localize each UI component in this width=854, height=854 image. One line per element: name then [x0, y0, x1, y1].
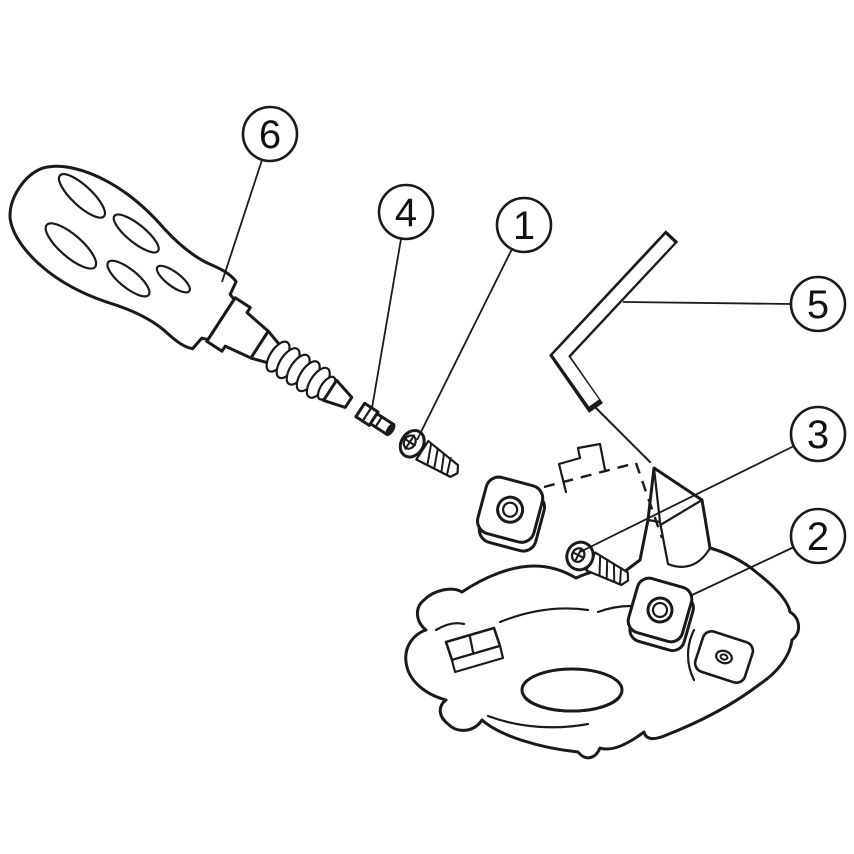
cutting-insert-2: [626, 576, 695, 653]
insert-1-face: [476, 475, 545, 544]
insert-2-hole: [646, 596, 674, 624]
callout-3: 3: [789, 405, 847, 463]
callout-3-circle: [789, 405, 847, 463]
hex-key-guide-line: [595, 407, 651, 463]
screwdriver-tip: [322, 378, 354, 409]
pocket-wall-left: [434, 622, 466, 632]
insert-2-countersink: [651, 601, 669, 619]
insert-pocket-wall: [658, 520, 712, 568]
handle-grip-slots: [44, 173, 192, 298]
cutting-insert-1: [476, 475, 547, 553]
callout-4-circle: [377, 183, 435, 241]
callout-1: 1: [495, 196, 553, 254]
leader-lines: [221, 159, 795, 597]
flute-line-2: [486, 714, 590, 729]
callout-5: 5: [789, 275, 847, 333]
driver-bit: [354, 401, 396, 437]
leader-line-5: [622, 301, 792, 305]
torque-adjustment-coil: [265, 340, 337, 401]
insert-pocket-face: [660, 498, 704, 526]
callout-2-circle: [789, 507, 847, 565]
screw-1-recess-cross: [403, 434, 416, 450]
callout-6-number: 6: [259, 113, 281, 157]
callout-5-number: 5: [807, 283, 829, 327]
mounted-insert-right: [693, 630, 755, 684]
pocket-wall-right: [686, 628, 696, 682]
insert-1-hole: [496, 495, 525, 524]
leader-line-3: [579, 445, 795, 553]
milling-cutter-body: [404, 466, 800, 760]
callout-4: 4: [377, 183, 435, 241]
mounted-insert-right-hole: [715, 649, 733, 665]
mounted-insert-left-notch: [468, 635, 475, 654]
insert-screw-1: [398, 429, 460, 478]
callout-1-circle: [495, 196, 553, 254]
callout-2-number: 2: [807, 515, 829, 559]
mounted-insert-left-side: [450, 644, 505, 674]
leader-line-4: [371, 238, 402, 409]
bit-end-face: [385, 423, 396, 436]
leader-line-6: [221, 159, 263, 283]
callout-4-number: 4: [395, 191, 417, 235]
flute-line-1: [498, 607, 590, 624]
insert-1-countersink: [502, 501, 519, 518]
leader-line-2: [689, 546, 795, 597]
callout-5-circle: [789, 275, 847, 333]
screwdriver-handle: [8, 164, 238, 351]
mounted-insert-right-screw: [719, 653, 729, 661]
callout-1-number: 1: [513, 204, 535, 248]
screwdriver: [8, 164, 354, 409]
bit-facet-lines: [361, 406, 384, 429]
leader-line-1: [416, 248, 513, 441]
center-bore-rim: [522, 695, 622, 713]
screwdriver-assembly-axis: [8, 164, 547, 553]
assembly-dashed-line-2: [634, 462, 664, 539]
screw-1-threads: [426, 443, 452, 476]
hex-key: [549, 230, 679, 413]
assembly-dashed-line-1: [543, 461, 637, 489]
callout-2: 2: [789, 507, 847, 565]
callout-6-circle: [241, 105, 299, 163]
callout-6: 6: [241, 105, 299, 163]
callout-3-number: 3: [807, 413, 829, 457]
hex-key-fill: [552, 234, 675, 407]
screw-3-threads: [598, 555, 623, 585]
pocket-seat-step: [557, 442, 607, 494]
insert-2-face: [626, 576, 694, 644]
cutter-body-outline: [404, 466, 800, 760]
